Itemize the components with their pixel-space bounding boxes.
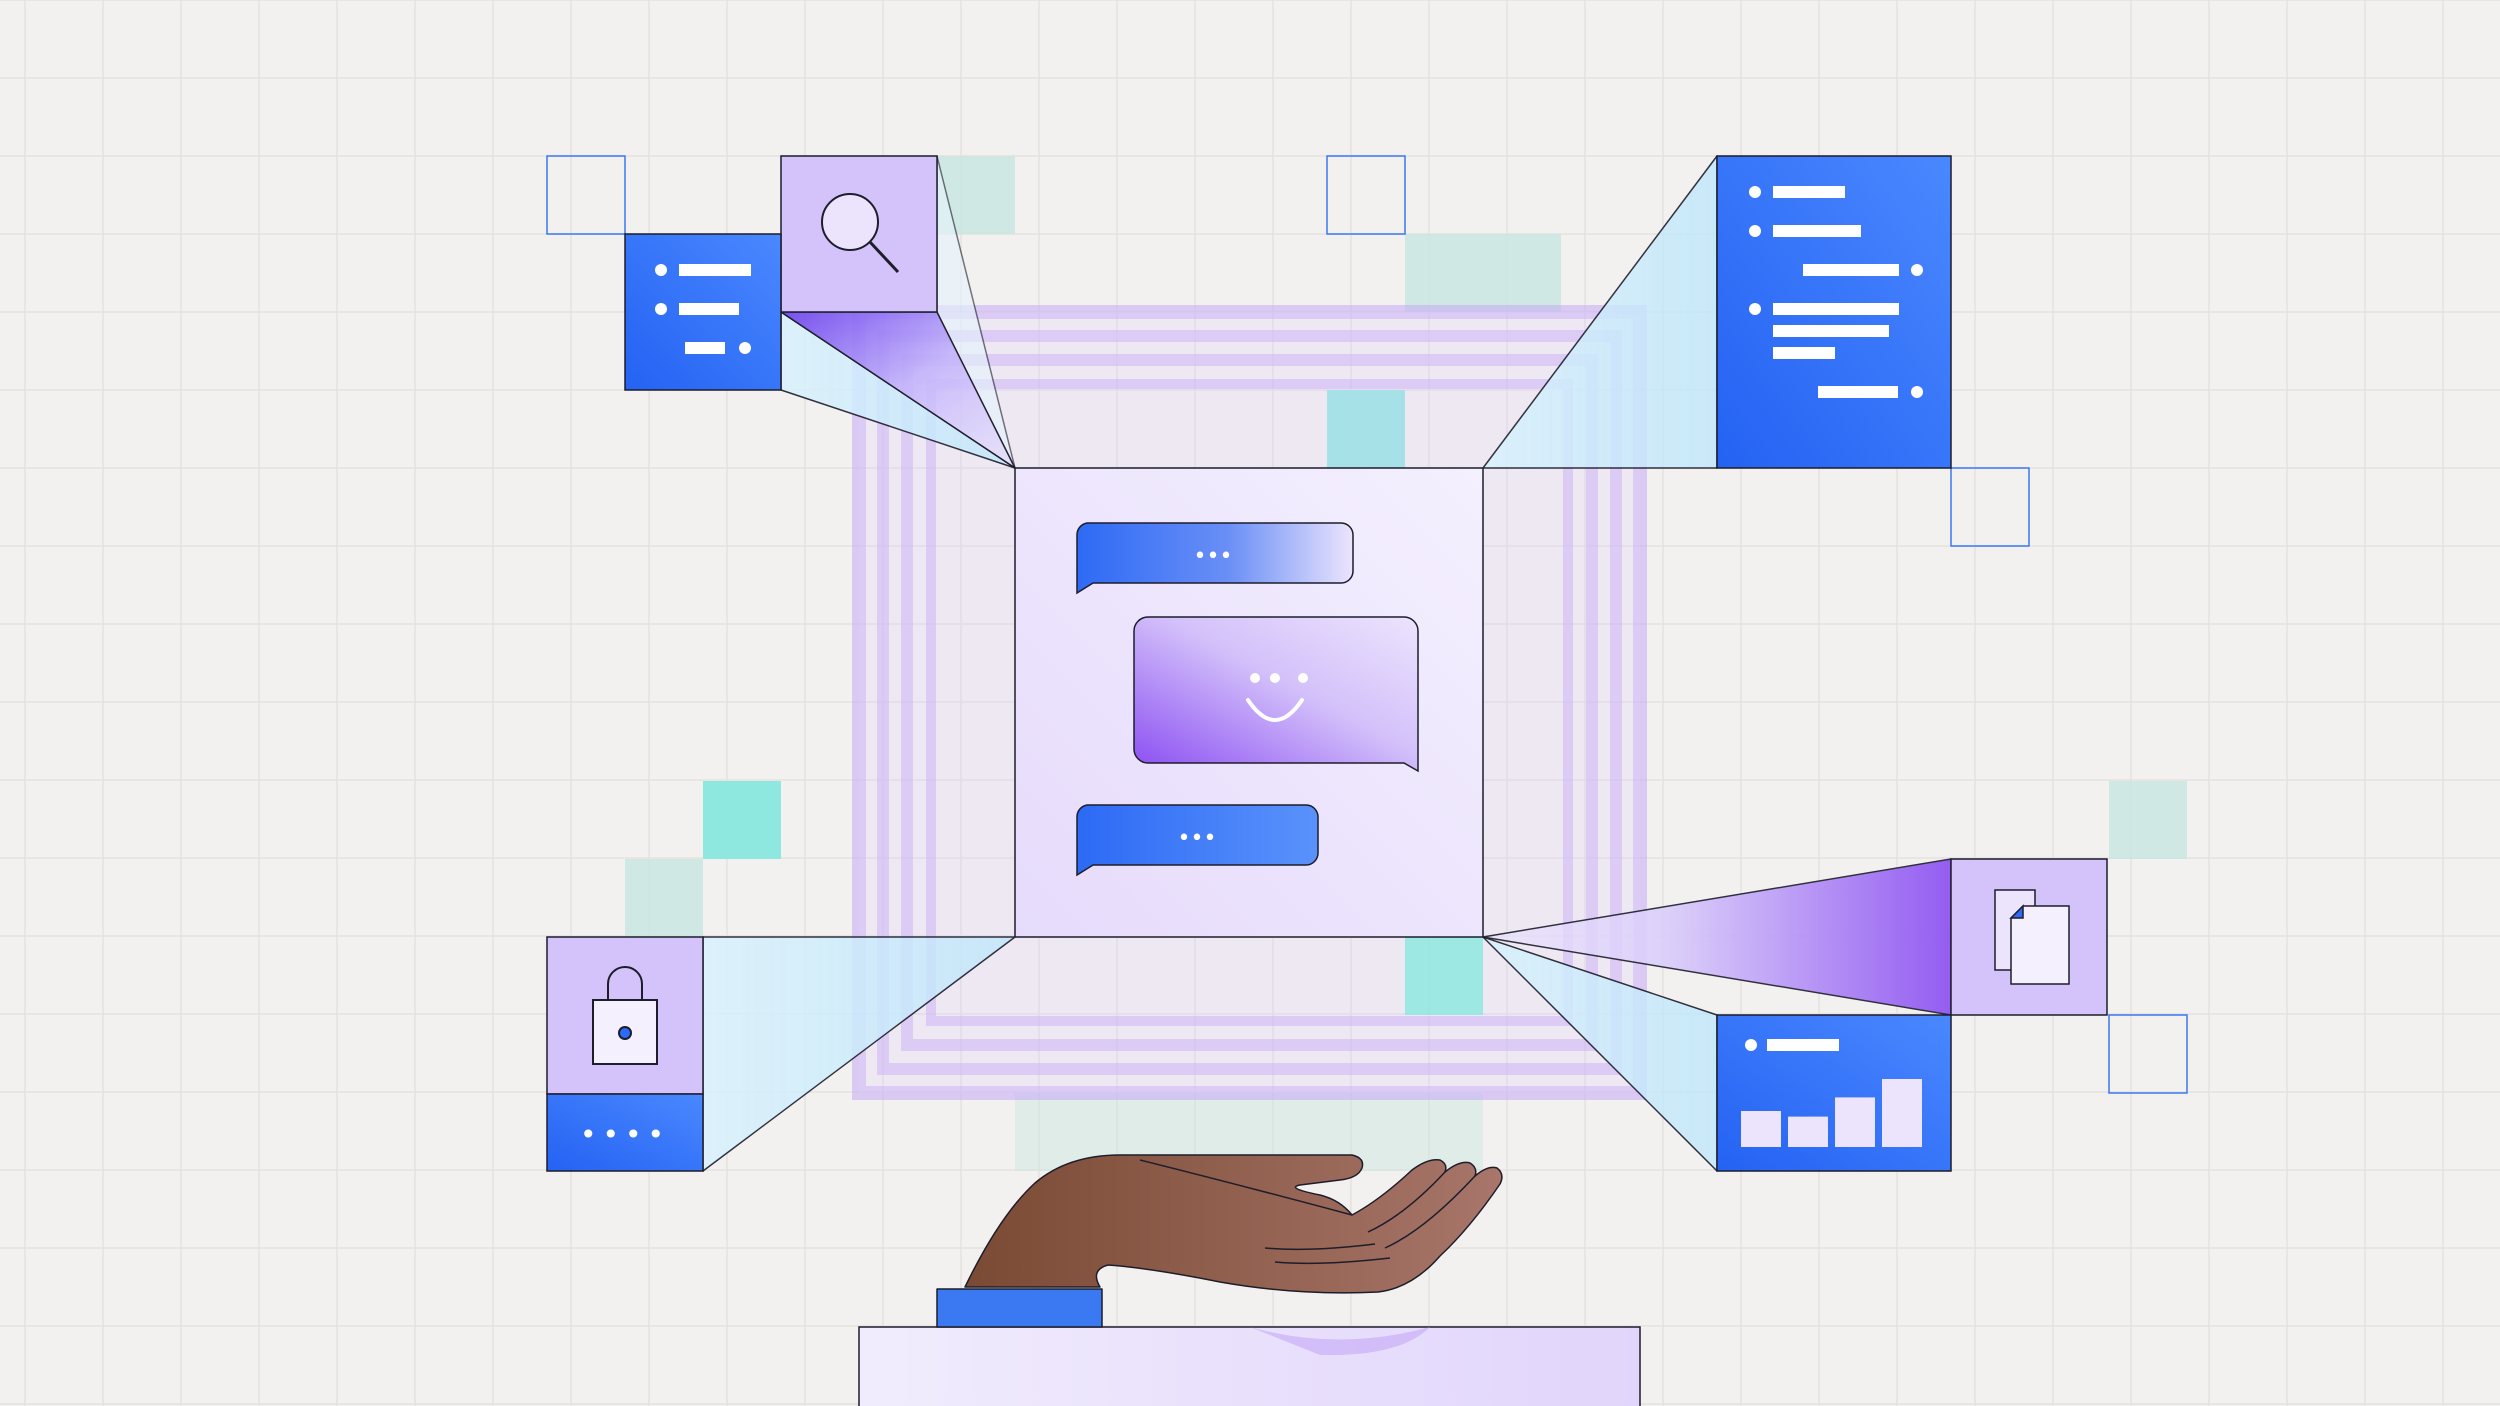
smiley-eye-right-2 — [1298, 673, 1308, 683]
line — [1773, 225, 1861, 237]
outline-square — [1326, 155, 1406, 235]
bullet — [1749, 303, 1761, 315]
grid-cell-teal — [1405, 937, 1483, 1015]
grid-cell-teal — [1327, 390, 1405, 468]
chat-bubble-middle-shape — [1133, 616, 1419, 773]
chart-bar — [1741, 1111, 1781, 1147]
doc-list-card[interactable] — [624, 233, 782, 391]
finger-line — [1274, 1257, 1391, 1265]
chat-bubble-bottom-shape — [1076, 804, 1319, 877]
smiley-icon — [1246, 673, 1308, 722]
documents-icon — [1994, 889, 2070, 985]
line — [679, 303, 739, 315]
line — [1803, 264, 1899, 276]
padlock-shackle — [607, 966, 643, 1000]
finger-line — [1264, 1243, 1376, 1251]
line — [1773, 347, 1835, 359]
padlock-keyhole — [618, 1026, 632, 1040]
grid-cell-teal — [625, 859, 703, 937]
password-masked-text: •••• — [580, 1118, 670, 1151]
smiley-eye-left — [1250, 673, 1260, 683]
nested-frames — [852, 305, 1647, 1100]
password-field[interactable] — [546, 1093, 704, 1172]
beams — [702, 155, 1952, 1172]
line — [1818, 386, 1898, 398]
line — [679, 264, 751, 276]
finger-line — [1384, 1175, 1476, 1249]
sleeve-cuff — [936, 1288, 1103, 1328]
line — [1773, 325, 1889, 337]
chat-panel: ••• ••• — [1014, 467, 1484, 938]
chat-bubble-top-shape — [1076, 522, 1354, 595]
hand-shape — [964, 1154, 1503, 1294]
bar-chart-icon — [1741, 1079, 1922, 1147]
bullet — [739, 342, 751, 354]
bullet — [1749, 186, 1761, 198]
frame — [901, 354, 1598, 1051]
bar-chart-card[interactable] — [1716, 1014, 1952, 1172]
chat-bubble-bottom[interactable]: ••• — [1076, 804, 1319, 877]
smiley-mouth — [1246, 698, 1304, 722]
outline-square — [2108, 1014, 2188, 1094]
doc-list-lines — [655, 264, 751, 354]
outline-squares — [546, 155, 2188, 1094]
chart-bar — [1882, 1079, 1922, 1147]
frame — [926, 379, 1573, 1026]
chart-title-line — [1767, 1039, 1839, 1051]
chat-bubble-middle[interactable] — [1133, 616, 1419, 773]
outline-square — [546, 155, 626, 235]
text-list-card[interactable] — [1716, 155, 1952, 469]
chat-bubble-bottom-dots: ••• — [1178, 826, 1217, 851]
smiley-eye-right — [1270, 673, 1280, 683]
frame — [877, 330, 1622, 1075]
chart-title-bullet — [1745, 1039, 1757, 1051]
pedestal — [858, 1326, 1641, 1406]
outline-square — [1950, 467, 2030, 547]
finger-line — [1367, 1171, 1446, 1233]
grid-cell-teal — [1405, 234, 1561, 312]
line — [685, 342, 725, 354]
documents-card[interactable] — [1950, 858, 2108, 1016]
line — [1773, 186, 1845, 198]
open-hand-icon — [936, 1154, 1503, 1328]
thumb-line — [1139, 1159, 1353, 1216]
chart-bar — [1788, 1116, 1828, 1147]
padlock-icon — [592, 966, 658, 1065]
bullet — [1911, 386, 1923, 398]
grid-cell-teal — [2109, 781, 2187, 859]
magnifier-lens — [821, 193, 879, 251]
password-card[interactable]: •••• — [546, 936, 704, 1172]
bullet — [1749, 225, 1761, 237]
bullet — [655, 264, 667, 276]
grid-cell-teal — [703, 781, 781, 859]
search-card[interactable] — [780, 155, 938, 313]
magnifier-handle — [868, 240, 900, 274]
magnifier-icon — [821, 193, 900, 274]
pedestal-block — [858, 1326, 1641, 1406]
chat-bubble-top-dots: ••• — [1194, 544, 1233, 569]
frame — [852, 305, 1647, 1100]
chat-bubble-top[interactable]: ••• — [1076, 522, 1354, 595]
document-fold — [2009, 904, 2024, 919]
pedestal-glow — [1250, 1327, 1430, 1356]
bullet — [655, 303, 667, 315]
bullet — [1911, 264, 1923, 276]
line — [1773, 303, 1899, 315]
text-list-lines — [1749, 186, 1923, 398]
chart-bar — [1835, 1097, 1875, 1147]
